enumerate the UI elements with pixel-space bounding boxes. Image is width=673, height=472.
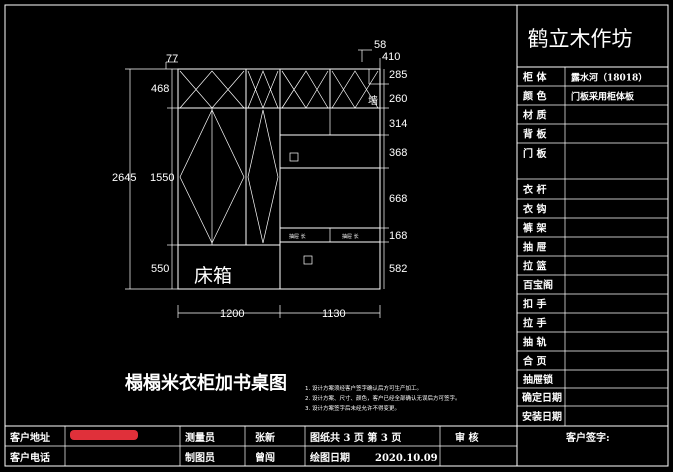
note-2: 2. 设计方案、尺寸、颜色，客户已经全部确认无误后方可签字。 bbox=[305, 394, 461, 402]
spec-table bbox=[516, 5, 668, 466]
dim-top-77: 77 bbox=[166, 53, 178, 65]
dim-right-width: 1130 bbox=[322, 308, 346, 320]
spec-label: 百宝阁 bbox=[523, 279, 553, 292]
company-name: 鹤立木作坊 bbox=[528, 27, 633, 51]
spec-label: 安装日期 bbox=[522, 410, 562, 423]
drafter-name: 曾闯 bbox=[255, 451, 275, 464]
spec-label: 确定日期 bbox=[522, 391, 562, 404]
dim-r-260: 260 bbox=[389, 93, 407, 105]
drawing-title: 榻榻米衣柜加书桌图 bbox=[125, 372, 287, 394]
redacted-address bbox=[70, 430, 138, 440]
client-address-label: 客户地址 bbox=[9, 431, 50, 444]
dim-r-668: 668 bbox=[389, 193, 407, 205]
spec-label: 扣 手 bbox=[523, 298, 546, 311]
left-section bbox=[177, 68, 281, 290]
spec-label: 裤 架 bbox=[523, 222, 546, 235]
spec-label: 衣 杆 bbox=[523, 183, 546, 196]
spec-label: 材 质 bbox=[523, 109, 546, 122]
dim-r-368: 368 bbox=[389, 147, 407, 159]
spec-label: 背 板 bbox=[523, 128, 547, 141]
spec-label: 抽 轨 bbox=[523, 336, 546, 349]
drafter-label: 制图员 bbox=[185, 451, 215, 464]
client-phone-label: 客户电话 bbox=[9, 451, 50, 464]
dim-top-height: 468 bbox=[151, 83, 169, 95]
sheet-info: 图纸共 3 页 第 3 页 bbox=[310, 431, 401, 444]
surveyor-label: 测量员 bbox=[185, 431, 215, 444]
review-label: 审 核 bbox=[455, 431, 478, 444]
dim-door-height: 1550 bbox=[150, 172, 174, 184]
note-1: 1. 设计方案须经客户签字确认后方可生产加工。 bbox=[305, 384, 422, 392]
wall-tag: 墙 bbox=[368, 94, 378, 107]
spec-label: 颜 色 bbox=[523, 90, 546, 103]
draw-date-label: 绘图日期 bbox=[310, 451, 350, 464]
dimension-lines bbox=[125, 49, 389, 318]
cabinet-elevation bbox=[177, 68, 381, 290]
dim-top-410: 410 bbox=[382, 51, 400, 63]
bed-box-label: 床箱 bbox=[194, 265, 232, 287]
spec-value: 露水河（18018） bbox=[571, 72, 647, 84]
dim-left-width: 1200 bbox=[220, 308, 244, 320]
surveyor-name: 张新 bbox=[255, 431, 275, 444]
dim-top-58: 58 bbox=[374, 39, 386, 51]
dim-r-314: 314 bbox=[389, 118, 407, 130]
dim-r-168: 168 bbox=[389, 230, 407, 242]
spec-label: 抽 屉 bbox=[523, 241, 546, 254]
footer-table bbox=[5, 425, 668, 466]
spec-value: 门板采用柜体板 bbox=[571, 91, 635, 103]
spec-label: 拉 手 bbox=[523, 317, 546, 330]
spec-label: 拉 篮 bbox=[523, 260, 546, 273]
shelf-label-1: 抽屉 长 bbox=[289, 233, 306, 240]
spec-label: 合 页 bbox=[522, 355, 546, 368]
note-3: 3. 设计方案签字后未经允许不得变更。 bbox=[305, 404, 400, 412]
sheet-border bbox=[4, 4, 669, 467]
spec-label: 衣 钩 bbox=[523, 203, 546, 216]
spec-label: 抽屉锁 bbox=[523, 373, 553, 386]
dim-r-582: 582 bbox=[389, 263, 407, 275]
dim-bed-height: 550 bbox=[151, 263, 169, 275]
draw-date: 2020.10.09 bbox=[375, 453, 438, 464]
dim-r-285: 285 bbox=[389, 69, 407, 81]
dim-total-height: 2645 bbox=[112, 172, 136, 184]
shelf-label-2: 抽屉 长 bbox=[342, 233, 359, 240]
spec-label: 柜 体 bbox=[522, 71, 547, 84]
spec-label: 门 板 bbox=[523, 147, 547, 160]
client-sign-label: 客户签字: bbox=[565, 431, 610, 444]
